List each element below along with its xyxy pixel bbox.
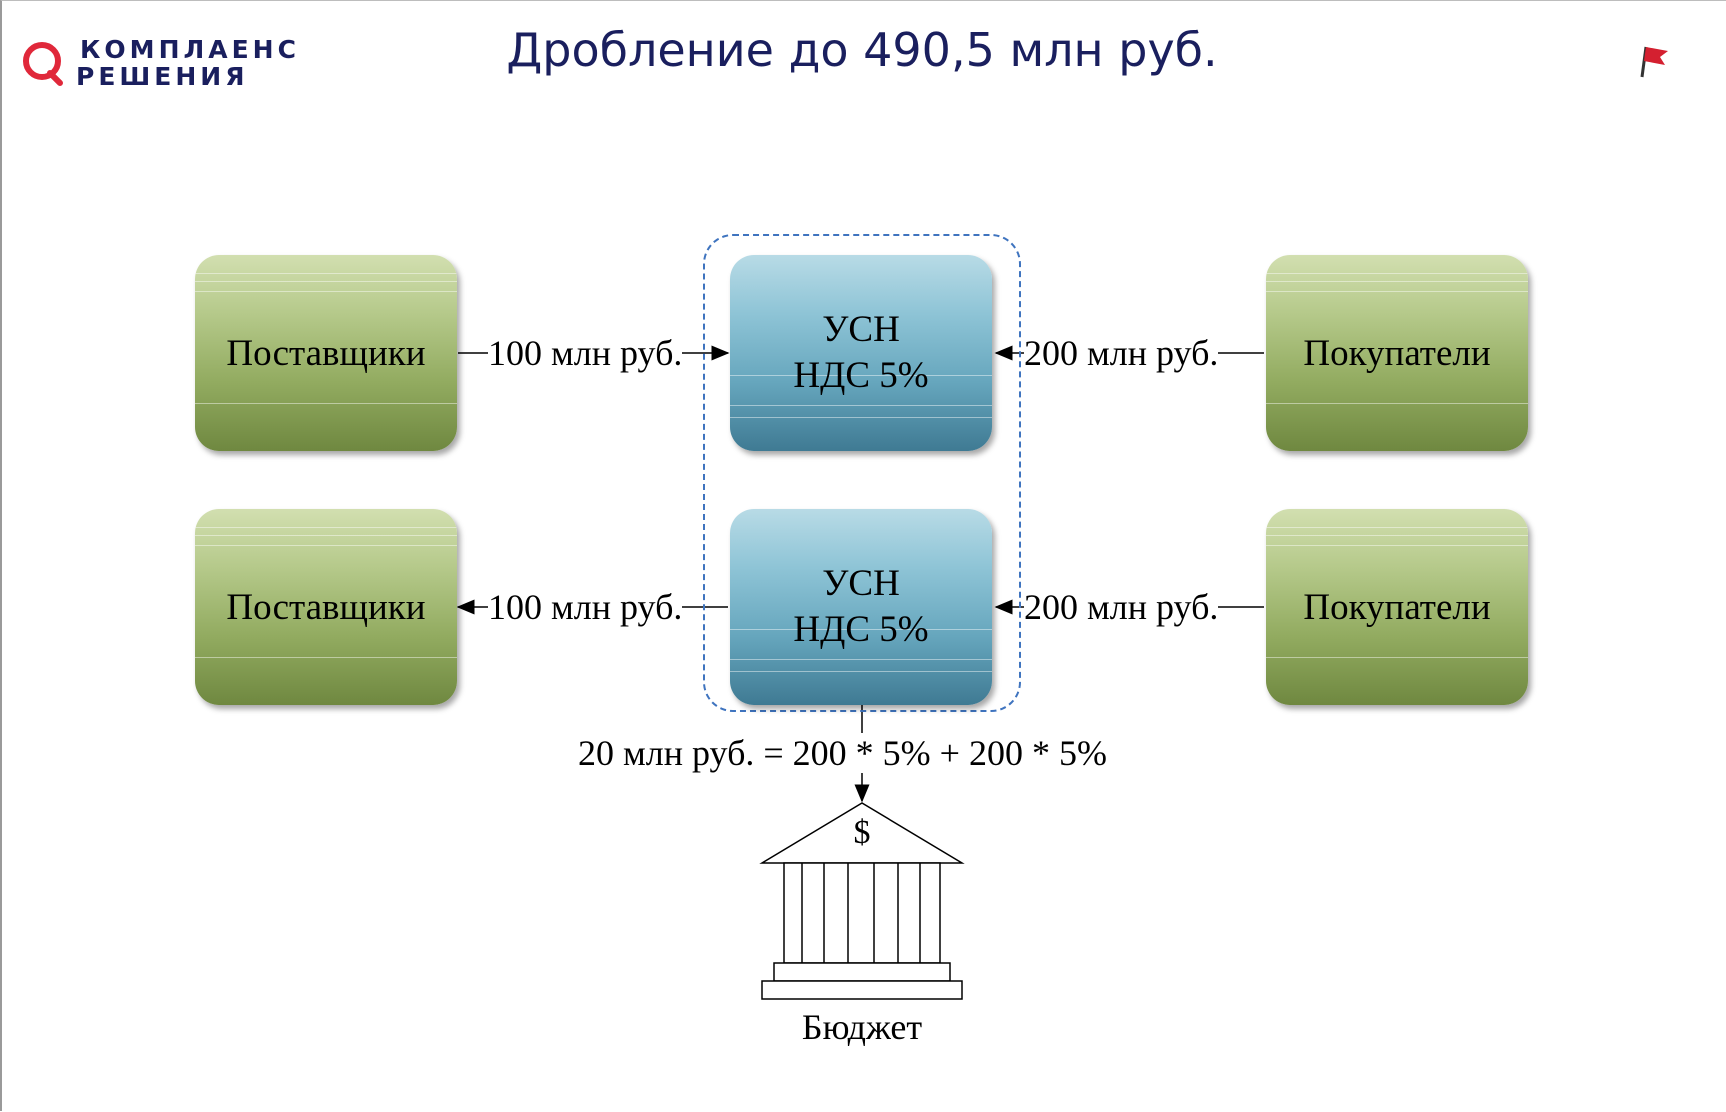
buyer-label: Покупатели (1303, 332, 1491, 374)
tax-formula: 20 млн руб. = 200 * 5% + 200 * 5% (578, 733, 1107, 773)
company-box-2: УСН НДС 5% (730, 509, 992, 705)
buyer-label: Покупатели (1303, 586, 1491, 628)
company-regime: УСН (822, 309, 900, 350)
supplier-box-2: Поставщики (195, 509, 457, 705)
flag-icon[interactable] (1634, 41, 1674, 81)
company-box-1: УСН НДС 5% (730, 255, 992, 451)
buyer-box-1: Покупатели (1266, 255, 1528, 451)
company-regime: УСН (822, 563, 900, 604)
flow-buyer-1: 200 млн руб. (1024, 333, 1219, 373)
budget-label: Бюджет (801, 1007, 923, 1047)
flow-supplier-2: 100 млн руб. (488, 587, 683, 627)
company-vat: НДС 5% (793, 355, 929, 396)
flow-buyer-2: 200 млн руб. (1024, 587, 1219, 627)
logo-mark-icon (23, 42, 63, 86)
bank-icon (759, 802, 965, 1000)
supplier-label: Поставщики (226, 586, 426, 628)
supplier-label: Поставщики (226, 332, 426, 374)
company-logo: КОМПЛАЕНС РЕШЕНИЯ (20, 35, 320, 95)
supplier-box-1: Поставщики (195, 255, 457, 451)
bank-symbol: $ (854, 814, 871, 851)
company-group-frame (703, 234, 1021, 712)
buyer-box-2: Покупатели (1266, 509, 1528, 705)
logo-text-line1: КОМПЛАЕНС (80, 35, 300, 64)
page-title: Дробление до 490,5 млн руб. (506, 23, 1218, 77)
flow-supplier-1: 100 млн руб. (488, 333, 683, 373)
company-vat: НДС 5% (793, 609, 929, 650)
logo-text-line2: РЕШЕНИЯ (76, 62, 249, 91)
